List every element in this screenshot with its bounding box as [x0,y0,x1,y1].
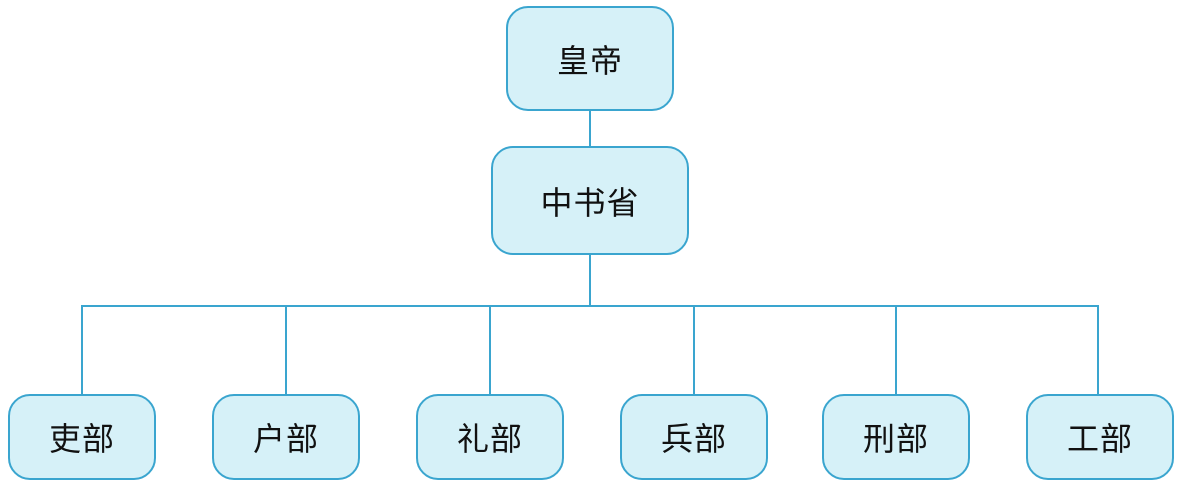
department-label: 礼部 [456,420,523,458]
node-department-2: 户部 [212,394,360,480]
node-zhongshu-label: 中书省 [540,183,640,222]
connector-to-dept-5 [895,305,897,394]
department-label: 刑部 [862,420,929,458]
node-department-5: 刑部 [822,394,970,480]
node-department-1: 吏部 [8,394,156,480]
department-label: 吏部 [48,420,115,458]
node-department-3: 礼部 [416,394,564,480]
connector-to-dept-1 [81,305,83,394]
connector-to-dept-4 [693,305,695,394]
connector-to-dept-2 [285,305,287,394]
node-department-4: 兵部 [620,394,768,480]
node-zhongshu-sheng: 中书省 [491,146,689,255]
connector-horizontal-bus [81,305,1099,307]
connector-to-dept-6 [1097,305,1099,394]
department-label: 兵部 [660,420,727,458]
connector-to-dept-3 [489,305,491,394]
node-emperor: 皇帝 [506,6,674,111]
node-emperor-label: 皇帝 [556,41,623,80]
connector-zhongshu-bus [589,255,591,306]
node-department-6: 工部 [1026,394,1174,480]
department-label: 工部 [1066,420,1133,458]
department-label: 户部 [252,420,319,458]
connector-emperor-zhongshu [589,111,591,146]
